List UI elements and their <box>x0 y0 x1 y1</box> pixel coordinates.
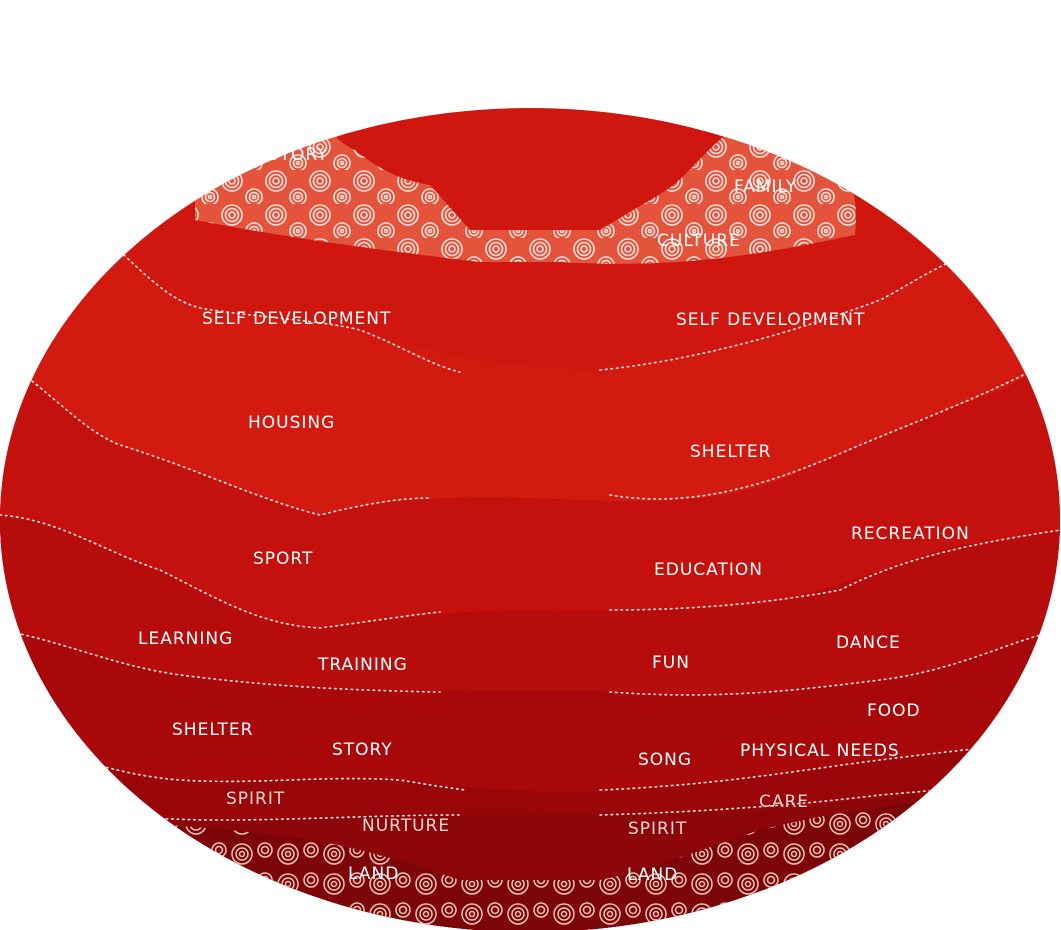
label-care: CARE <box>759 792 809 812</box>
label-land-right: LAND <box>627 865 678 885</box>
label-sport: SPORT <box>253 549 313 569</box>
label-history: HISTORY <box>248 145 328 165</box>
label-culture: CULTURE <box>657 231 741 251</box>
background-bands <box>0 100 1061 930</box>
label-training: TRAINING <box>317 655 408 675</box>
label-education: EDUCATION <box>654 560 763 580</box>
label-land-left: LAND <box>348 864 399 884</box>
label-self-development-left: SELF DEVELOPMENT <box>202 309 391 329</box>
label-housing: HOUSING <box>248 413 335 433</box>
label-story: STORY <box>332 740 393 760</box>
label-dance: DANCE <box>836 633 901 653</box>
label-fun: FUN <box>652 653 690 673</box>
label-learning: LEARNING <box>138 629 233 649</box>
label-spirit-left: SPIRIT <box>226 789 285 809</box>
label-song: SONG <box>638 750 692 770</box>
label-nurture: NURTURE <box>362 816 450 836</box>
label-food: FOOD <box>867 701 921 721</box>
label-family: FAMILY <box>734 177 797 197</box>
label-self-development-right: SELF DEVELOPMENT <box>676 310 865 330</box>
label-shelter-right: SHELTER <box>690 442 771 462</box>
label-spirit-right: SPIRIT <box>628 819 687 839</box>
label-physical-needs: PHYSICAL NEEDS <box>740 741 900 761</box>
label-recreation: RECREATION <box>851 524 970 544</box>
label-shelter-left: SHELTER <box>172 720 253 740</box>
